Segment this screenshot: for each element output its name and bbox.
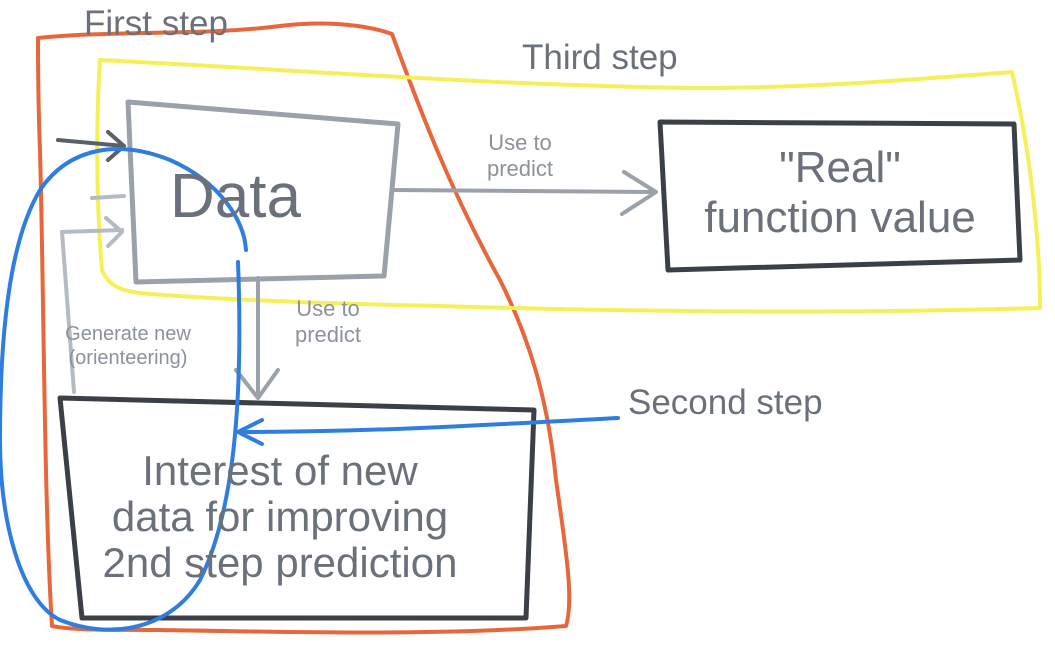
- second-step-region: [0, 147, 248, 632]
- predict-right-label-line2: predict: [486, 156, 554, 181]
- predict-down-label-line2: predict: [294, 322, 362, 347]
- second-step-label: Second step: [628, 383, 823, 422]
- real-value-box: [657, 119, 1023, 273]
- data-box: [125, 99, 401, 285]
- data-box-label: Data: [170, 162, 301, 231]
- interest-box: [57, 395, 537, 621]
- real-value-label-line2: function value: [704, 193, 976, 242]
- generate-new-label-line2: (orienteering): [68, 347, 188, 369]
- input-arrow-side: [90, 194, 126, 200]
- predict-arrow-right: [392, 170, 658, 216]
- predict-right-label-line1: Use to: [488, 130, 552, 155]
- predict-arrow-down: [234, 276, 280, 400]
- generate-new-arrow: [60, 216, 124, 394]
- predict-down-label-line1: Use to: [296, 296, 360, 321]
- third-step-label: Third step: [522, 38, 678, 77]
- input-arrow-top: [56, 130, 126, 162]
- first-step-region: [36, 21, 572, 635]
- interest-label-line2: data for improving: [111, 493, 449, 540]
- interest-label-line1: Interest of new: [142, 447, 418, 494]
- real-value-label-line1: "Real": [779, 143, 901, 192]
- interest-label-line3: 2nd step prediction: [102, 539, 458, 586]
- first-step-label: First step: [84, 4, 228, 43]
- second-step-arrow: [236, 416, 620, 446]
- generate-new-label-line1: Generate new: [65, 323, 191, 345]
- third-step-region: [95, 58, 1042, 314]
